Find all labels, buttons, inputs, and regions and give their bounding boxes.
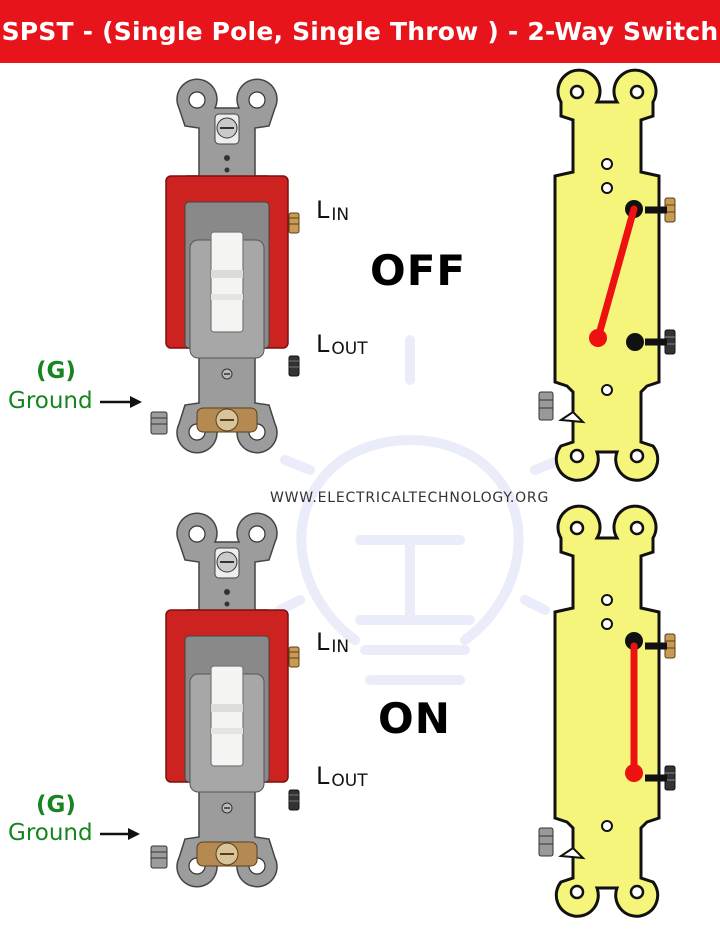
bottom-lin-sub: IN — [331, 637, 350, 657]
on-in-terminal — [625, 632, 643, 650]
bottom-lout-sub: OUT — [331, 771, 368, 791]
off-out-terminal — [626, 333, 644, 351]
top-lout-sub: OUT — [331, 339, 368, 359]
state-off-label: OFF — [370, 246, 467, 295]
title-banner: SPST - (Single Pole, Single Throw ) - 2-… — [0, 0, 720, 63]
bulb-watermark-icon — [275, 335, 565, 685]
ground-tag-bottom: (G) — [36, 792, 76, 818]
schematic-on — [539, 506, 675, 916]
ground-arrow-bottom-icon — [100, 828, 140, 840]
top-lin-sub: IN — [331, 205, 350, 225]
off-blade-wire — [594, 205, 638, 342]
top-lin-l: L — [316, 196, 330, 224]
bottom-lin-l: L — [316, 628, 330, 656]
schematic-off — [539, 70, 675, 480]
ground-label-bottom: Ground — [8, 820, 93, 846]
ground-arrow-top-icon — [100, 396, 142, 408]
bottom-lout-l: L — [316, 762, 330, 790]
state-on-label: ON — [378, 694, 451, 743]
page-title: SPST - (Single Pole, Single Throw ) - 2-… — [1, 17, 719, 46]
top-lout-l: L — [316, 330, 330, 358]
ground-tag-top: (G) — [36, 358, 76, 384]
website-watermark: WWW.ELECTRICALTECHNOLOGY.ORG — [270, 490, 550, 506]
ground-label-top: Ground — [8, 388, 93, 414]
on-out-terminal — [625, 764, 643, 782]
